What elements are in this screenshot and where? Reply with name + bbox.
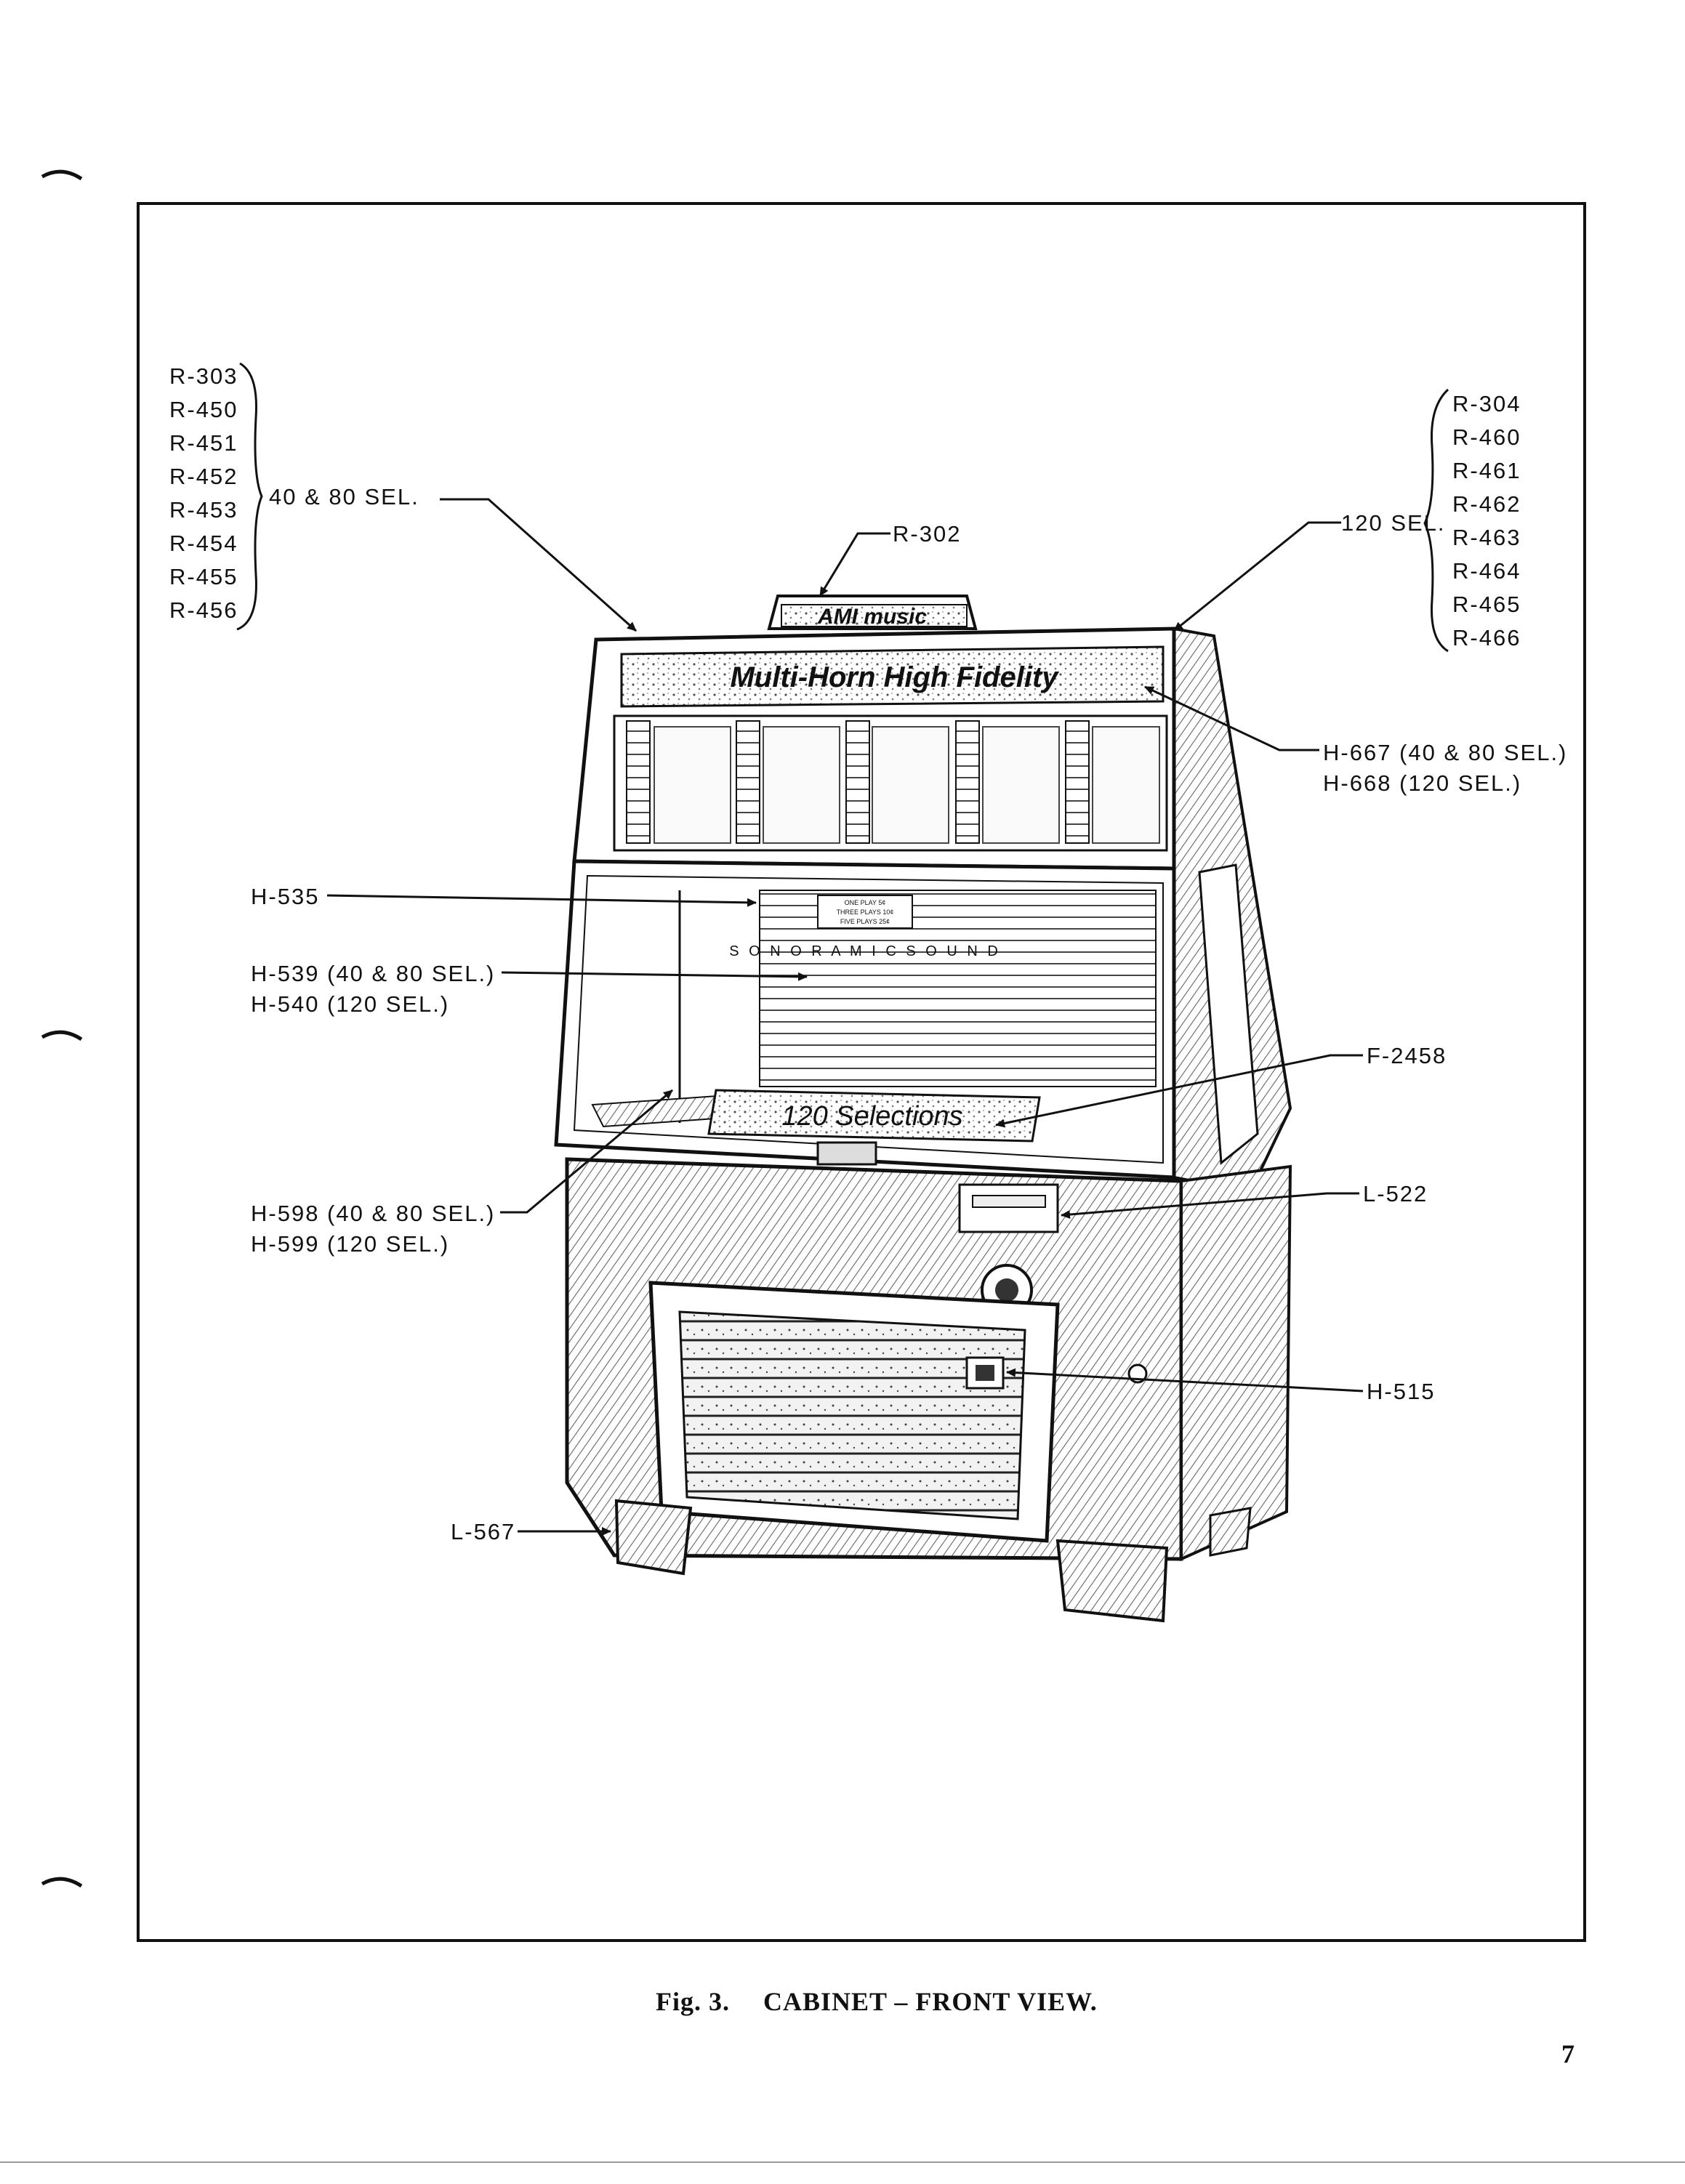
callout-l567: L-567 — [451, 1519, 611, 1544]
part-label: R-461 — [1452, 458, 1521, 483]
price-card — [817, 895, 913, 929]
part-label: R-453 — [169, 497, 238, 523]
punch-mark-middle — [41, 1030, 83, 1041]
callout-label: H-540 (120 SEL.) — [251, 991, 449, 1017]
part-label: R-454 — [169, 531, 238, 556]
part-label: R-462 — [1452, 491, 1521, 517]
callout-label: H-599 (120 SEL.) — [251, 1231, 449, 1257]
rear-leg-right — [1209, 1507, 1252, 1557]
figure-number: Fig. 3. — [656, 1987, 730, 2016]
callout-h535: H-535 — [251, 884, 757, 909]
speaker-grille — [678, 1310, 1026, 1520]
part-label: R-466 — [1452, 625, 1521, 650]
front-leg-right — [1055, 1539, 1169, 1623]
callout-h515: H-515 — [1006, 1368, 1435, 1404]
selector-column — [736, 720, 760, 844]
punch-mark-top — [41, 169, 83, 181]
part-label: R-464 — [1452, 558, 1521, 584]
callout-l522: L-522 — [1061, 1181, 1428, 1219]
selector-column — [845, 720, 870, 844]
figure-title: CABINET – FRONT VIEW. — [763, 1987, 1098, 2016]
viewing-window-inner — [573, 874, 1164, 1164]
right-group-brace — [1423, 388, 1449, 653]
part-label: R-465 — [1452, 592, 1521, 617]
callout-label: L-522 — [1363, 1181, 1428, 1206]
left-group-leader — [440, 498, 637, 632]
right-group-leader — [1173, 521, 1341, 632]
selections-strip — [707, 1089, 1041, 1143]
part-label: R-304 — [1452, 391, 1521, 416]
part-label: R-303 — [169, 363, 238, 389]
selections-text: 120 Selections — [781, 1101, 962, 1132]
logo-text: AMI music — [817, 605, 927, 629]
callout-leader — [326, 894, 757, 907]
callout-label: F-2458 — [1367, 1043, 1447, 1068]
selector-column — [1065, 720, 1090, 844]
header-text: Multi-Horn High Fidelity — [730, 661, 1059, 693]
part-label: R-460 — [1452, 424, 1521, 450]
price-card-line: THREE PLAYS 10¢ — [837, 908, 894, 916]
part-label: R-456 — [169, 597, 238, 623]
callout-leader — [1006, 1368, 1364, 1393]
callout-leader — [501, 971, 808, 981]
logo-plate — [781, 604, 968, 627]
page-number: 7 — [1561, 2039, 1575, 2068]
callout-leader — [819, 532, 890, 597]
callout-label: H-668 (120 SEL.) — [1323, 770, 1521, 796]
callout-leader — [1061, 1192, 1359, 1219]
price-card-line: FIVE PLAYS 25¢ — [840, 918, 890, 925]
selector-button — [816, 1141, 877, 1166]
side-window — [1198, 863, 1259, 1165]
figure-frame — [137, 202, 1586, 1942]
callout-f2458: F-2458 — [995, 1043, 1447, 1128]
callout-label: R-302 — [893, 521, 961, 547]
callout-leader — [995, 1054, 1363, 1128]
part-label: R-463 — [1452, 525, 1521, 550]
sonoramic-text: S O N O R A M I C S O U N D — [729, 943, 1001, 959]
left-group-note: 40 & 80 SEL. — [269, 484, 419, 509]
punch-mark-bottom — [41, 1877, 83, 1888]
volume-knob-center — [995, 1278, 1018, 1302]
callout-h598-h599: H-598 (40 & 80 SEL.) H-599 (120 SEL.) — [251, 1089, 673, 1257]
jukebox-illustration: AMI music Multi-Horn High Fidelity ONE P… — [554, 595, 1292, 1623]
callout-label: L-567 — [451, 1519, 515, 1544]
callout-label: H-598 (40 & 80 SEL.) — [251, 1201, 495, 1226]
part-label: R-452 — [169, 464, 238, 489]
title-card-panels — [654, 726, 1160, 844]
selector-column — [626, 720, 651, 844]
header-banner — [620, 645, 1165, 708]
callout-label: H-535 — [251, 884, 319, 909]
callout-label: H-667 (40 & 80 SEL.) — [1323, 740, 1567, 765]
right-part-group: R-304 R-460 R-461 R-462 R-463 R-464 R-46… — [1173, 388, 1521, 653]
right-group-note: 120 SEL. — [1341, 510, 1446, 536]
callout-leader — [1144, 685, 1319, 751]
grille-switch-center — [976, 1365, 994, 1381]
front-leg-left — [614, 1499, 693, 1576]
selector-column — [955, 720, 980, 844]
coin-slot — [972, 1195, 1046, 1208]
callout-label: H-539 (40 & 80 SEL.) — [251, 961, 495, 986]
left-group-brace — [236, 362, 263, 631]
left-part-group: R-303 R-450 R-451 R-452 R-453 R-454 R-45… — [169, 362, 637, 632]
lower-cabinet-side — [1180, 1164, 1292, 1562]
part-label: R-450 — [169, 397, 238, 422]
callout-label: H-515 — [1367, 1379, 1435, 1404]
callout-h667-h668: H-667 (40 & 80 SEL.) H-668 (120 SEL.) — [1144, 685, 1567, 796]
callout-h539-h540: H-539 (40 & 80 SEL.) H-540 (120 SEL.) — [251, 961, 808, 1017]
callout-leader — [500, 1089, 673, 1214]
price-card-line: ONE PLAY 5¢ — [845, 899, 886, 906]
coin-entry-plate — [958, 1183, 1059, 1233]
part-label: R-451 — [169, 430, 238, 456]
callout-r302: R-302 — [819, 521, 961, 597]
part-label: R-455 — [169, 564, 238, 589]
